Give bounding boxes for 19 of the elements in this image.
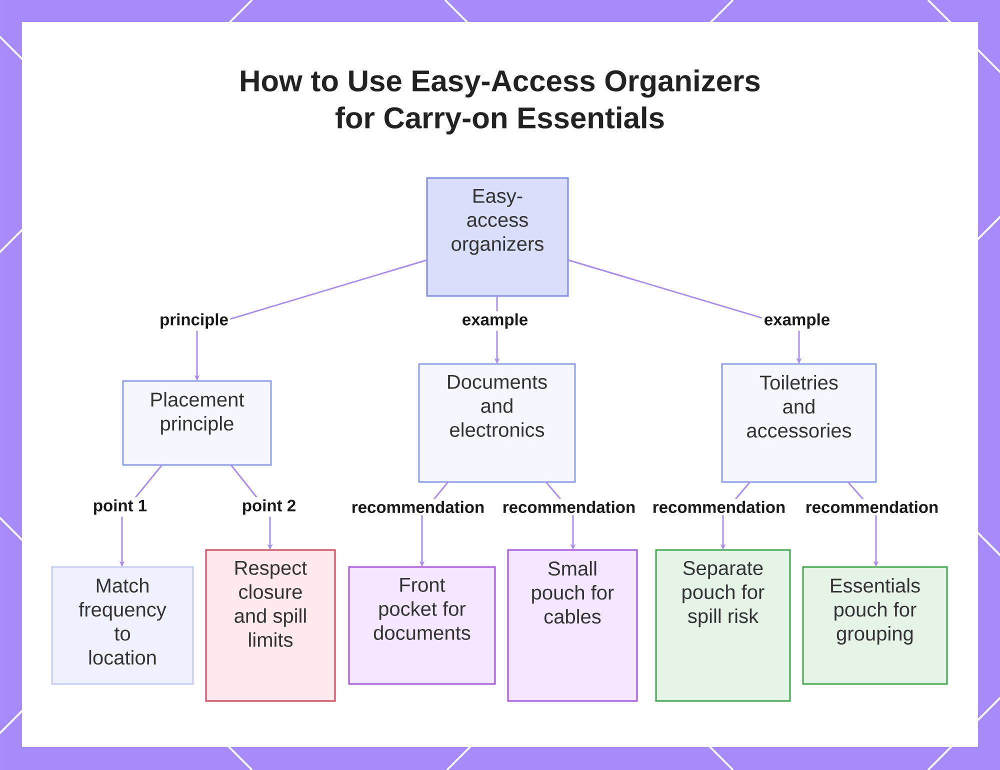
concept-box: Match frequency to location: [51, 566, 194, 685]
concept-box: Toiletries and accessories: [721, 363, 877, 483]
edge-label: point 2: [240, 497, 298, 517]
concept-box: Separate pouch for spill risk: [655, 549, 791, 702]
concept-box: Easy-access organizers: [426, 177, 569, 297]
edge-label: recommendation: [803, 498, 941, 516]
edge-label: example: [762, 311, 832, 331]
edge-label: recommendation: [349, 498, 487, 516]
edge-label: recommendation: [500, 498, 638, 516]
concept-box: Front pocket for documents: [348, 566, 496, 685]
edge-label: principle: [158, 311, 230, 331]
edge-label: recommendation: [650, 498, 788, 516]
concept-box: Respect closure and spill limits: [205, 549, 336, 702]
concept-box: Small pouch for cables: [507, 549, 638, 702]
concept-box: Placement principle: [122, 380, 272, 466]
edge-label: point 1: [90, 497, 150, 517]
concept-box: Documents and electronics: [418, 363, 576, 483]
concept-box: Essentials pouch for grouping: [802, 566, 948, 685]
title: How to Use Easy-Access Organizers for Carry-on Essentials: [241, 70, 760, 134]
